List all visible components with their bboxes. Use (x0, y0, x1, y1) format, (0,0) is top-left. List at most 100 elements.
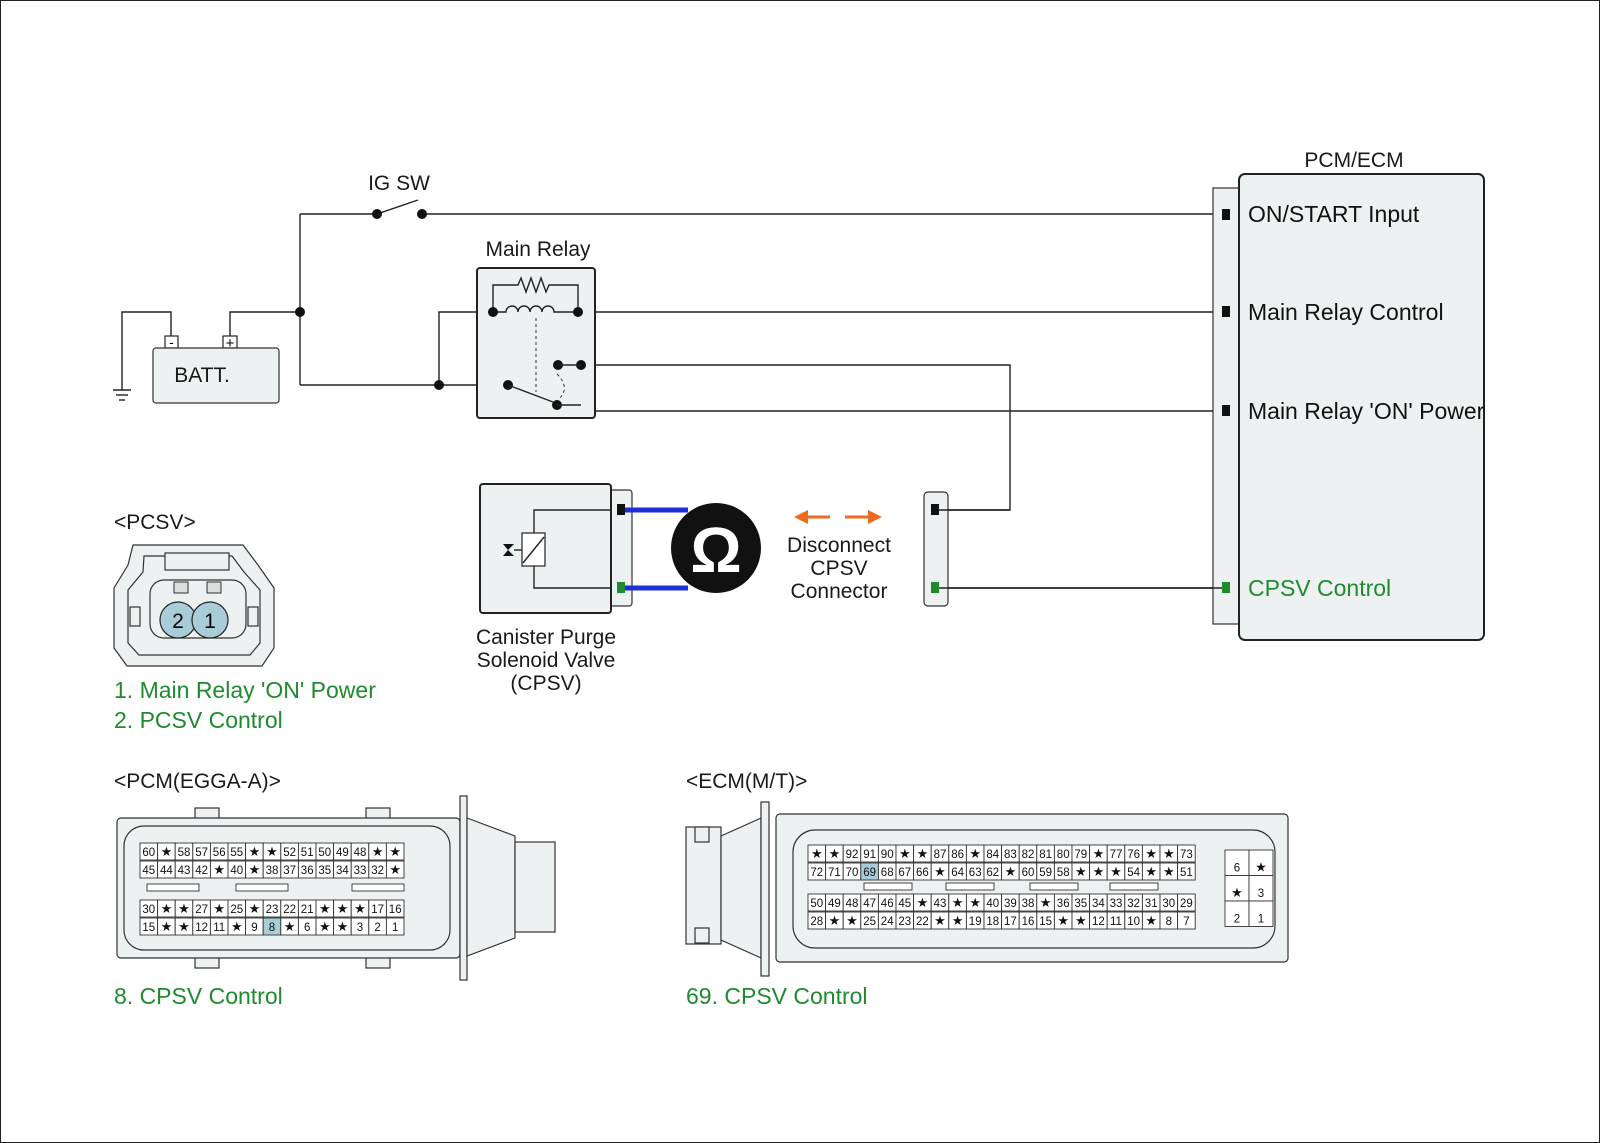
pcm-pin: 1 (392, 922, 398, 934)
pcm-pin: ★ (213, 901, 225, 916)
canister-label-3: (CPSV) (510, 672, 581, 695)
pcm-pin: 40 (230, 865, 243, 877)
ecm-pin: 15 (1039, 916, 1052, 928)
ohmmeter-icon (671, 503, 761, 593)
ecm-side-pin: 3 (1258, 888, 1264, 900)
ecm-pin: 60 (1022, 867, 1035, 879)
ecm-pin: 17 (1004, 916, 1017, 928)
pcm-pin: ★ (284, 919, 296, 934)
ecm-pin: 51 (1180, 867, 1193, 879)
pcsv-legend-2: 2. PCSV Control (114, 707, 283, 733)
relay-to-cpsv-wire (581, 364, 1011, 511)
ecm-pin: ★ (1145, 913, 1157, 928)
pcm-pin: 60 (142, 847, 155, 859)
ecm-pin: 83 (1004, 849, 1017, 861)
main-relay-on-power-label: Main Relay 'ON' Power (1248, 398, 1485, 424)
ecm-pin: 71 (828, 867, 841, 879)
batt-negative: - (169, 334, 174, 350)
ecm-pin: 64 (951, 867, 964, 879)
ecm-pin: 39 (1004, 898, 1017, 910)
ecm-pin: ★ (1093, 864, 1105, 879)
ecm-pin: ★ (829, 846, 841, 861)
pcm-pin: 33 (354, 865, 367, 877)
ecm-pin: 67 (898, 867, 911, 879)
pcm-pin: 30 (142, 904, 155, 916)
pcm-pin: ★ (389, 862, 401, 877)
pcm-pin: 8 (269, 922, 275, 934)
ecm-pin: ★ (1145, 846, 1157, 861)
pcm-pin: ★ (372, 844, 384, 859)
ecm-pin: 18 (986, 916, 999, 928)
ecm-pin: 90 (881, 849, 894, 861)
pcm-ecm-label: PCM/ECM (1304, 149, 1403, 172)
pcm-pin: ★ (178, 901, 190, 916)
ecm-pin: ★ (899, 846, 911, 861)
ecm-pin: ★ (1145, 864, 1157, 879)
ecm-pin: ★ (811, 846, 823, 861)
cpsv-component (479, 483, 633, 614)
cpsv-control-label: CPSV Control (1248, 575, 1391, 601)
ecm-pin: 50 (810, 898, 823, 910)
ecm-pin: 25 (863, 916, 876, 928)
ecm-pin: 49 (828, 898, 841, 910)
ig-sw-label: IG SW (368, 172, 430, 195)
pcm-pin: 45 (142, 865, 155, 877)
on-start-input-label: ON/START Input (1248, 201, 1420, 227)
pcm-pin: ★ (231, 919, 243, 934)
disconnect-label-1: Disconnect (787, 534, 891, 557)
ecm-pin: 73 (1180, 849, 1193, 861)
pcm-pin: 48 (354, 847, 367, 859)
batt-positive: + (226, 335, 235, 352)
relay-coil-icon (493, 305, 578, 313)
ecm-pin: 82 (1022, 849, 1035, 861)
pcm-pin: 52 (283, 847, 296, 859)
ecm-pin: ★ (969, 895, 981, 910)
ecm-pin: ★ (917, 895, 929, 910)
main-relay-label: Main Relay (485, 238, 591, 261)
ecm-pin: ★ (934, 864, 946, 879)
ecm-pin: 19 (969, 916, 982, 928)
ecm-pin: 87 (934, 849, 947, 861)
ecm-pin: 38 (1022, 898, 1035, 910)
battery-box (152, 347, 280, 404)
relay-switch-icon (507, 384, 554, 403)
pcm-pin: 35 (318, 865, 331, 877)
pcm-ecm-box (1238, 173, 1485, 641)
pcm-pin: 16 (389, 904, 402, 916)
pcm-pin: 38 (266, 865, 279, 877)
ecm-side-pin: 2 (1234, 914, 1240, 926)
ground-wire (121, 311, 172, 390)
wire-junctions (295, 209, 444, 390)
ecm-pin: 16 (1022, 916, 1035, 928)
pcm-pin: 56 (213, 847, 226, 859)
ecm-side-pin: 1 (1258, 914, 1264, 926)
pcm-pin: 12 (195, 922, 208, 934)
pcm-pin: ★ (249, 901, 261, 916)
ecm-pin: ★ (1093, 846, 1105, 861)
main-relay (476, 267, 596, 419)
pcm-pin: ★ (178, 919, 190, 934)
ecm-pin: 43 (934, 898, 947, 910)
ecm-pin: 35 (1074, 898, 1087, 910)
pcm-pin: ★ (161, 919, 173, 934)
pcm-pin: ★ (249, 844, 261, 859)
ecm-pin: 69 (863, 867, 876, 879)
pcm-pin: 37 (283, 865, 296, 877)
ecm-pin: 86 (951, 849, 964, 861)
pcm-pin: ★ (354, 901, 366, 916)
ecm-pin: 29 (1180, 898, 1193, 910)
ecm-pin: 7 (1183, 916, 1189, 928)
ecm-pin: ★ (846, 913, 858, 928)
ecm-pin: 31 (1145, 898, 1158, 910)
pcm-pin: 3 (357, 922, 363, 934)
ecm-pin: 23 (898, 916, 911, 928)
ecm-pin: 36 (1057, 898, 1070, 910)
ecm-side-pin: 6 (1234, 863, 1240, 875)
ecm-legend: 69. CPSV Control (686, 983, 868, 1009)
pcsv-title: <PCSV> (114, 511, 196, 534)
pcsv-pin-1: 1 (204, 610, 216, 633)
